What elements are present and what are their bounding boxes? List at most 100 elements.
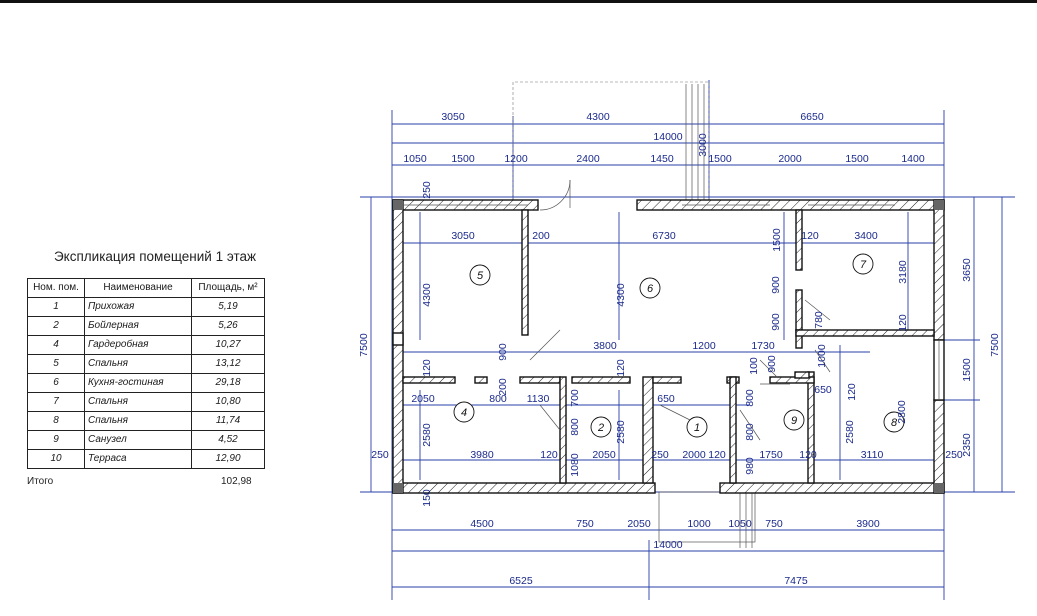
dim-label: 3110 bbox=[861, 449, 884, 461]
room-marker-label: 6 bbox=[647, 283, 654, 295]
dim-label: 1450 bbox=[650, 153, 674, 165]
dim-label: 14000 bbox=[653, 539, 682, 551]
room-marker-label: 1 bbox=[694, 422, 700, 434]
dim-label: 3800 bbox=[593, 340, 617, 352]
room-markers: 1 2 4 5 6 7 8 9 bbox=[453, 253, 905, 438]
dim-label: 1050 bbox=[403, 153, 427, 165]
dim-label: 120 bbox=[897, 314, 909, 332]
dim-label: 900 bbox=[766, 355, 778, 373]
dim-label: 3000 bbox=[697, 133, 709, 157]
room-marker: 8 bbox=[883, 411, 905, 433]
dim-label: 3400 bbox=[854, 230, 878, 242]
room-marker: 9 bbox=[783, 409, 805, 431]
interior-walls bbox=[402, 209, 935, 484]
dimension-labels: 3050 4300 6650 14000 3000 1050 1500 1200… bbox=[358, 111, 1001, 587]
dim-label: 900 bbox=[770, 313, 782, 331]
room-marker-label: 8 bbox=[891, 417, 898, 429]
dim-label: 1500 bbox=[771, 228, 783, 252]
explication-title: Экспликация помещений 1 этаж bbox=[53, 249, 257, 264]
dim-label: 7500 bbox=[989, 333, 1001, 357]
dim-label: 120 bbox=[540, 449, 558, 461]
room-marker-label: 5 bbox=[477, 270, 484, 282]
room-marker-label: 9 bbox=[791, 415, 797, 427]
table-header-row: Ном. пом. Наименование Площадь, м² bbox=[27, 278, 265, 298]
dim-label: 250 bbox=[371, 449, 389, 461]
dim-label: 1500 bbox=[708, 153, 732, 165]
dim-label: 3180 bbox=[897, 260, 909, 284]
dim-label: 1200 bbox=[504, 153, 528, 165]
dim-label: 250 bbox=[945, 449, 963, 461]
dim-label: 2000 bbox=[778, 153, 802, 165]
total-value: 102,98 bbox=[221, 476, 252, 487]
dim-label: 800 bbox=[569, 418, 581, 436]
dim-label: 2050 bbox=[592, 449, 616, 461]
dim-label: 7475 bbox=[784, 575, 808, 587]
dim-label: 3050 bbox=[451, 230, 475, 242]
exterior-walls bbox=[392, 199, 945, 494]
room-area: 12,90 bbox=[191, 449, 265, 469]
terrace-outline bbox=[512, 81, 756, 548]
dim-label: 1750 bbox=[759, 449, 783, 461]
dim-label: 1500 bbox=[451, 153, 475, 165]
dim-label: 1080 bbox=[569, 453, 581, 477]
dim-label: 2580 bbox=[615, 420, 627, 444]
dim-label: 14000 bbox=[653, 131, 682, 143]
dim-label: 2580 bbox=[844, 420, 856, 444]
dim-label: 780 bbox=[813, 311, 825, 329]
dim-label: 2000 bbox=[682, 449, 706, 461]
room-marker: 6 bbox=[639, 277, 661, 299]
room-number: 10 bbox=[27, 449, 85, 469]
dim-label: 1500 bbox=[845, 153, 869, 165]
dim-label: 250 bbox=[651, 449, 669, 461]
dim-label: 2800 bbox=[896, 400, 908, 424]
dim-label: 1000 bbox=[687, 518, 711, 530]
top-border-line bbox=[0, 0, 1037, 3]
room-marker-label: 4 bbox=[461, 407, 467, 419]
dim-label: 2400 bbox=[576, 153, 600, 165]
dim-label: 800 bbox=[489, 393, 507, 405]
dim-label: 800 bbox=[744, 389, 756, 407]
door-swings bbox=[529, 179, 831, 441]
dim-label: 3900 bbox=[856, 518, 880, 530]
dim-label: 120 bbox=[615, 359, 627, 377]
dim-label: 1400 bbox=[901, 153, 925, 165]
dim-label: 3980 bbox=[470, 449, 494, 461]
dim-label: 2050 bbox=[627, 518, 651, 530]
room-marker: 5 bbox=[469, 264, 491, 286]
dim-label: 1730 bbox=[751, 340, 775, 352]
room-marker: 2 bbox=[590, 416, 612, 438]
dim-label: 4300 bbox=[421, 283, 433, 307]
dim-label: 750 bbox=[765, 518, 783, 530]
dim-label: 120 bbox=[801, 230, 819, 242]
dim-label: 120 bbox=[799, 449, 817, 461]
dim-label: 900 bbox=[497, 343, 509, 361]
room-marker: 4 bbox=[453, 401, 475, 423]
dim-label: 750 bbox=[576, 518, 594, 530]
dim-label: 6730 bbox=[652, 230, 676, 242]
dim-label: 6525 bbox=[509, 575, 533, 587]
explication-total: Итого 102,98 bbox=[27, 476, 271, 487]
room-marker: 1 bbox=[686, 416, 708, 438]
dim-label: 1500 bbox=[961, 358, 973, 382]
dim-label: 120 bbox=[708, 449, 726, 461]
dim-label: 1200 bbox=[692, 340, 716, 352]
dim-label: 650 bbox=[657, 393, 675, 405]
room-marker-label: 7 bbox=[860, 259, 867, 271]
dim-label: 1050 bbox=[728, 518, 752, 530]
dim-label: 1130 bbox=[527, 393, 550, 405]
room-marker: 7 bbox=[852, 253, 874, 275]
dim-label: 2580 bbox=[421, 423, 433, 447]
dimension-lines bbox=[360, 80, 1015, 600]
dim-label: 6650 bbox=[800, 111, 824, 123]
dim-label: 3650 bbox=[961, 258, 973, 282]
dim-label: 100 bbox=[748, 357, 760, 375]
dim-label: 200 bbox=[497, 378, 509, 396]
dim-label: 650 bbox=[814, 384, 832, 396]
